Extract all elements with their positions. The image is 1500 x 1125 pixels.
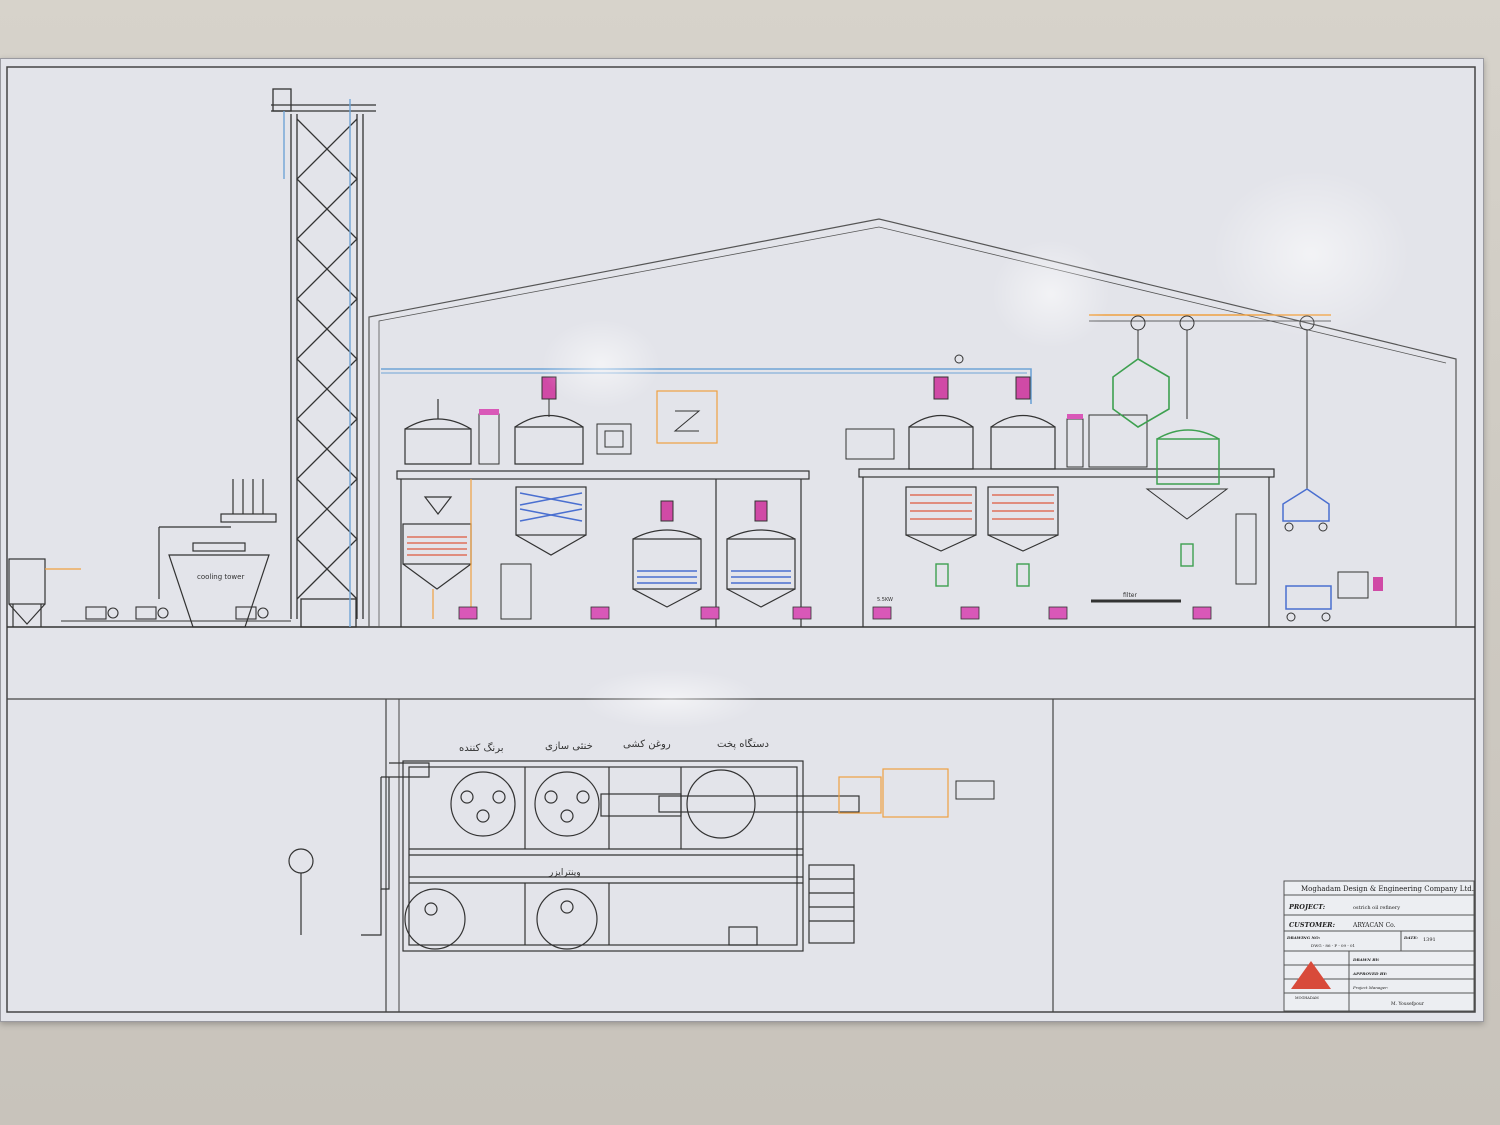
hall-label-1: برنگ کننده <box>459 742 504 754</box>
svg-text:MOGHADAM: MOGHADAM <box>1295 996 1319 1000</box>
agitator-motor <box>541 376 557 400</box>
hoist-rail <box>1089 314 1331 489</box>
coil-red-r2 <box>992 494 1054 520</box>
vessel-upper-r2 <box>990 415 1056 470</box>
drawing-number: DWG - 86 - P - 09 - 01 <box>1311 943 1355 948</box>
blue-cart-2 <box>1285 571 1383 622</box>
level-glass <box>478 413 500 465</box>
process-flow-diagram: cooling tower <box>6 66 1476 1013</box>
vessel-lower-4 <box>726 529 796 608</box>
building-roof <box>368 218 1457 627</box>
green-filter-2 <box>1016 563 1030 587</box>
vessel-upper-1 <box>404 399 472 465</box>
platform-right <box>858 468 1275 627</box>
lattice-tower <box>271 88 376 628</box>
customer-value: ARYACAN Co. <box>1352 922 1396 929</box>
pressure-gauge-icon <box>954 354 964 364</box>
company-name: Moghadam Design & Engineering Company Lt… <box>1301 885 1474 893</box>
heat-exchanger-box <box>596 390 718 455</box>
agitator-motor-3 <box>754 500 768 522</box>
vessel-lower-r1 <box>905 486 977 552</box>
green-vessel-2 <box>1145 429 1229 567</box>
cooling-tower-label: cooling tower <box>197 573 244 581</box>
svg-text:5.5KW: 5.5KW <box>877 597 893 603</box>
outer-frame <box>6 66 1476 1013</box>
winterizer-label: وینترایزر <box>548 868 581 878</box>
coil-red-1 <box>407 536 467 556</box>
storage-tank-left <box>8 558 81 627</box>
vessel-lower-r2 <box>987 486 1059 552</box>
pumps-pink <box>458 606 1212 620</box>
filter-box-right <box>845 428 895 460</box>
svg-text:DRAWN BY:: DRAWN BY: <box>1352 957 1380 962</box>
svg-text:CUSTOMER:: CUSTOMER: <box>1289 921 1336 929</box>
title-block <box>1283 880 1475 1012</box>
svg-text:Project Manager:: Project Manager: <box>1352 985 1389 990</box>
agitator-motor-2 <box>660 500 674 522</box>
project-value: ostrich oil refinery <box>1353 905 1400 911</box>
svg-text:APPROVED BY:: APPROVED BY: <box>1352 971 1388 976</box>
press-box <box>1088 414 1148 468</box>
hall-label-2: خنثی سازی <box>545 741 593 752</box>
company-logo-icon <box>1291 961 1331 989</box>
plate-exchanger <box>500 563 532 620</box>
filter-label: filter <box>1123 592 1137 599</box>
column-vessel <box>1235 513 1257 585</box>
cooling-tower <box>158 526 270 628</box>
plan-view-orange <box>838 768 949 818</box>
project-manager: M. Yousefpour <box>1391 1001 1425 1007</box>
plan-view <box>288 760 860 952</box>
manifold <box>220 479 277 523</box>
pumps-left <box>61 606 291 622</box>
vessel-upper-2 <box>514 415 584 465</box>
hall-label-4: دستگاه پخت <box>717 738 769 750</box>
vessel-upper-r1 <box>908 415 974 470</box>
vessel-lower-2 <box>515 486 587 556</box>
svg-text:DRAWING NO:: DRAWING NO: <box>1286 935 1321 940</box>
drawing-date: 1391 <box>1423 937 1436 943</box>
green-hoist-vessel <box>1112 358 1170 428</box>
drawing-sheet: cooling tower <box>0 58 1484 1022</box>
coil-blue-1 <box>519 492 583 522</box>
svg-text:PROJECT:: PROJECT: <box>1288 903 1326 911</box>
green-filter-1 <box>935 563 949 587</box>
hall-label-3: روغن کشی <box>623 739 671 750</box>
platform-left <box>396 470 810 627</box>
svg-text:DATE:: DATE: <box>1403 935 1418 940</box>
blue-cart-1 <box>1282 488 1330 532</box>
coil-red-r1 <box>910 494 972 520</box>
vessel-lower-3 <box>632 529 702 608</box>
